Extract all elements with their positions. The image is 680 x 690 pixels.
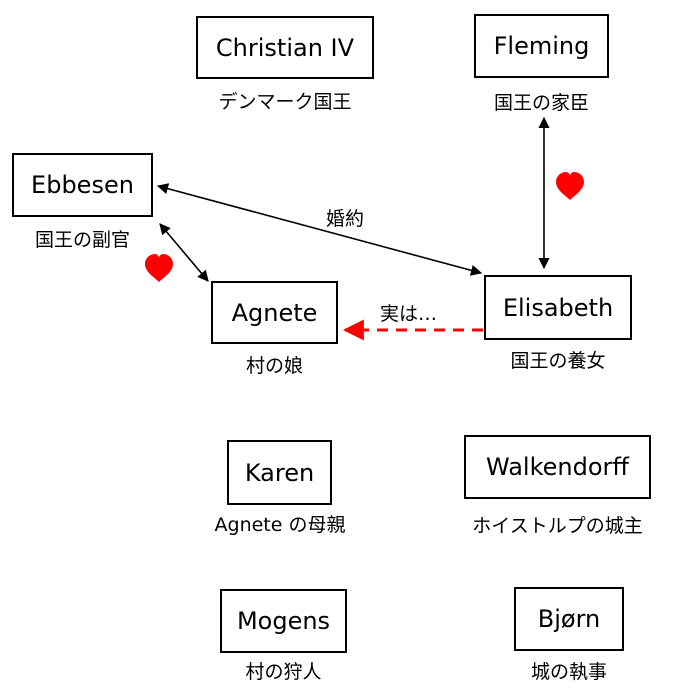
character-name: Agnete: [231, 298, 318, 327]
character-name: Elisabeth: [502, 293, 614, 322]
character-name: Christian IV: [215, 33, 355, 62]
heart-icon-fleming-elisabeth: [556, 172, 584, 200]
character-role: 国王の家臣: [493, 92, 589, 114]
character-role: ホイストルプの城主: [472, 515, 643, 537]
character-role: 国王の養女: [510, 350, 606, 372]
heart-icon-ebbesen-agnete: [145, 254, 173, 282]
character-box-karen: Karen: [227, 440, 332, 505]
character-name: Ebbesen: [31, 171, 134, 199]
character-role: 城の執事: [530, 661, 607, 683]
character-role: 村の娘: [245, 355, 303, 377]
secret-label: 実は…: [380, 303, 438, 325]
ebbesen-agnete-arrow: [159, 223, 209, 282]
character-role: 国王の副官: [34, 229, 130, 251]
ebbesen-elisabeth-arrow: [156, 183, 483, 276]
character-box-agnete: Agnete: [211, 281, 338, 344]
character-box-elisabeth: Elisabeth: [484, 275, 632, 340]
character-name: Mogens: [236, 607, 331, 635]
character-box-mogens: Mogens: [220, 589, 347, 653]
character-box-walkendorff: Walkendorff: [464, 435, 651, 499]
character-role: 村の狩人: [245, 661, 322, 683]
character-name: Walkendorff: [486, 453, 629, 481]
character-box-christian: Christian IV: [196, 16, 374, 79]
character-box-fleming: Fleming: [474, 14, 609, 78]
character-role: Agnete の母親: [214, 514, 346, 536]
character-box-ebbesen: Ebbesen: [12, 153, 153, 217]
character-name: Karen: [244, 458, 315, 487]
character-name: Fleming: [493, 32, 590, 60]
character-role: デンマーク国王: [218, 91, 352, 113]
engagement-label: 婚約: [326, 208, 365, 230]
character-box-bjorn: Bjørn: [514, 587, 624, 651]
character-name: Bjørn: [537, 605, 601, 633]
